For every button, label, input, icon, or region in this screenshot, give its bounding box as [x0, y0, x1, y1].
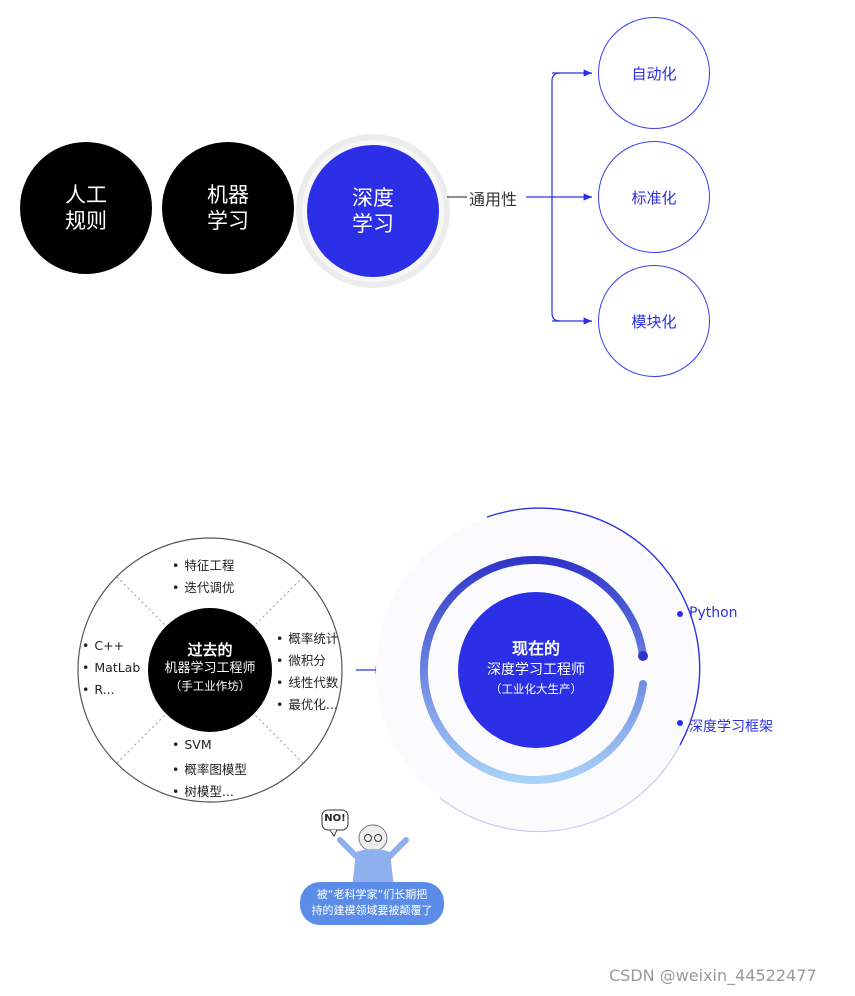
stage-dl-line1: 深度: [352, 186, 394, 210]
past-right-item: •概率统计: [276, 631, 339, 646]
outcome-modularization: 模块化: [598, 265, 710, 377]
stage-dl-circle: 深度学习: [307, 145, 439, 277]
outcome-automation: 自动化: [598, 17, 710, 129]
watermark: CSDN @weixin_44522477: [609, 966, 817, 985]
stage-rules-circle: 人工规则: [20, 142, 152, 274]
past-top-item: •迭代调优: [172, 580, 235, 595]
now-note: （工业化大生产）: [490, 682, 582, 696]
now-subtitle: 深度学习工程师: [487, 662, 585, 678]
past-center-text: 过去的 机器学习工程师 （手工业作坊）: [148, 640, 272, 695]
outcome-automation-label: 自动化: [631, 64, 677, 83]
now-center-circle: [458, 592, 614, 748]
scientist-caption-line1: 被“老科学家”们长期把: [316, 888, 428, 901]
stage-ml-line1: 机器: [207, 183, 249, 207]
past-bottom-item: •概率图模型: [172, 762, 247, 777]
past-top-item: •特征工程: [172, 558, 235, 573]
stage-dl-line2: 学习: [352, 212, 394, 236]
scientist-caption: 被“老科学家”们长期把 持的建模领域要被颠覆了: [300, 887, 444, 919]
scientist-bubble-text: NO!: [324, 813, 346, 824]
past-title: 过去的: [187, 641, 233, 659]
past-right-item: •线性代数: [276, 675, 339, 690]
past-right-item: •最优化...: [276, 697, 338, 712]
past-left-item: •R...: [82, 682, 115, 697]
now-outer-arc: [486, 507, 701, 746]
past-bottom-item: •树模型...: [172, 784, 234, 799]
tag-dl-framework: 深度学习框架: [689, 719, 773, 735]
past-right-item: •微积分: [276, 653, 326, 668]
framework-dot: [677, 720, 683, 726]
past-center-circle: [148, 608, 272, 732]
outcome-modularization-label: 模块化: [631, 312, 677, 331]
past-left-item: •MatLab: [82, 660, 141, 675]
python-dot: [677, 611, 683, 617]
past-note: （手工业作坊）: [169, 679, 251, 693]
stage-rules-line2: 规则: [65, 209, 107, 233]
stage-rules-line1: 人工: [65, 183, 107, 207]
past-left-item: •C++: [82, 638, 125, 653]
scientist-caption-line2: 持的建模领域要被颠覆了: [311, 904, 433, 917]
scientist-caption-bg: [300, 882, 444, 925]
now-title: 现在的: [511, 639, 560, 658]
past-subtitle: 机器学习工程师: [164, 661, 256, 676]
past-bottom-item: •SVM: [172, 737, 212, 752]
scientist-illustration: [321, 809, 409, 888]
now-center-text: 现在的 深度学习工程师 （工业化大生产）: [458, 638, 614, 698]
outcome-standardization-label: 标准化: [631, 188, 677, 207]
stage-ml-circle: 机器学习: [162, 142, 294, 274]
tag-python: Python: [689, 605, 738, 621]
connector-label: 通用性: [469, 190, 518, 209]
stage-ml-line2: 学习: [207, 209, 249, 233]
outcome-standardization: 标准化: [598, 141, 710, 253]
now-gradient-ring: [419, 556, 647, 784]
